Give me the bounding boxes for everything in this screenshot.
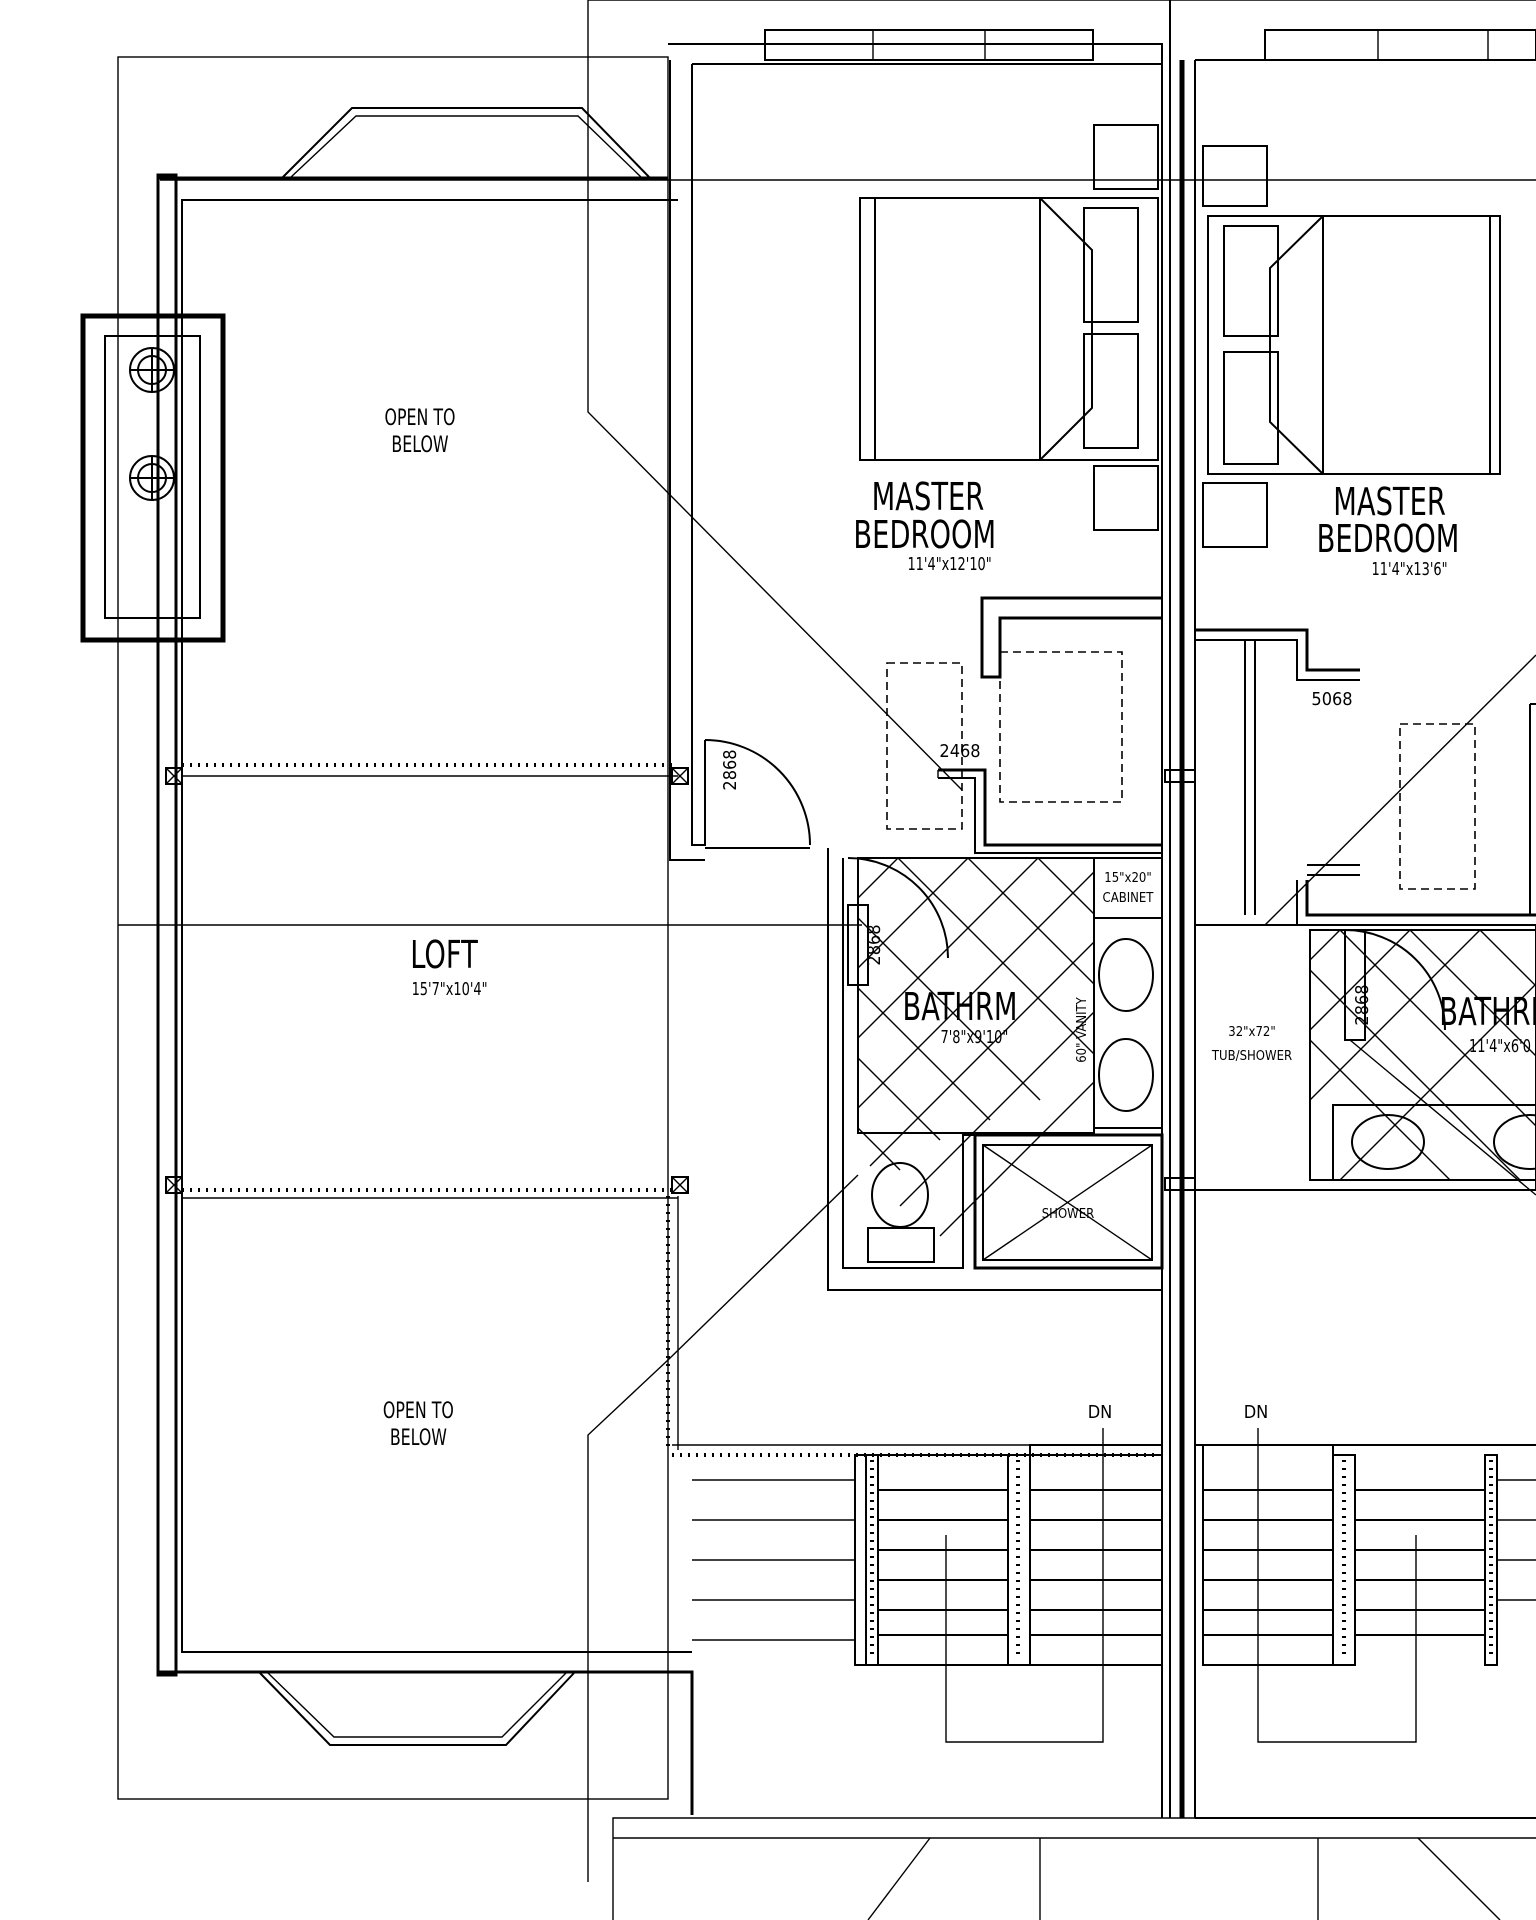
master-bedroom-left-line1: MASTER: [872, 476, 985, 520]
open-to-below-top-line2: BELOW: [391, 432, 448, 457]
stairs-right-dn: DN: [1244, 1402, 1269, 1423]
door-tag-2868-a: 2868: [720, 749, 741, 790]
master-bedroom-right-line2: BEDROOM: [1317, 518, 1460, 562]
stairs-left: [692, 1428, 1163, 1743]
bathroom-left: [827, 848, 1164, 1291]
door-tag-5068: 5068: [1311, 689, 1352, 710]
master-bedroom-right-walls: [1195, 29, 1536, 548]
cabinet-size: 15"x20": [1104, 871, 1151, 886]
vanity-label: 60" VANITY: [1075, 996, 1090, 1062]
closet-right: [1195, 628, 1536, 926]
master-bedroom-right-dims: 11'4"x13'6": [1372, 558, 1448, 579]
shower-label: SHOWER: [1042, 1207, 1095, 1222]
open-to-below-bottom-line2: BELOW: [390, 1425, 447, 1450]
open-to-below-top-line1: OPEN TO: [385, 405, 456, 430]
open-to-below-bottom-line1: OPEN TO: [383, 1398, 454, 1423]
bay-window-top: [281, 107, 651, 179]
right-unit-bottom: [613, 1817, 1536, 1920]
bathroom-left-label: BATHRM: [903, 986, 1018, 1030]
tub-label: TUB/SHOWER: [1211, 1049, 1292, 1064]
tile-pattern-left: [857, 857, 1095, 1237]
loft-label: LOFT: [410, 934, 479, 978]
cabinet-label: CABINET: [1103, 891, 1155, 906]
bed-left: [859, 124, 1159, 531]
railings: [165, 763, 1158, 1457]
demising-wall: [1164, 0, 1196, 1818]
bathroom-left-dims: 7'8"x9'10": [940, 1026, 1008, 1047]
master-bedroom-left-line2: BEDROOM: [853, 514, 996, 558]
door-tag-2468: 2468: [939, 741, 980, 762]
door-tag-2868-b: 2868: [864, 924, 885, 965]
loft-dims: 15'7"x10'4": [412, 978, 488, 999]
closet-left: [886, 596, 1162, 854]
bathroom-right: [1194, 924, 1536, 1196]
bathroom-right-label: BATHRM: [1439, 991, 1536, 1035]
fireplace: [80, 313, 226, 643]
bathroom-right-dims: 11'4"x6'0: [1469, 1035, 1531, 1056]
bed-right: [1207, 215, 1501, 475]
stairs-right: [1195, 1428, 1536, 1743]
master-bedroom-right-line1: MASTER: [1333, 481, 1446, 525]
master-bedroom-left-dims: 11'4"x12'10": [907, 553, 991, 574]
loft-exterior-walls: [156, 173, 694, 1815]
door-tag-2868-c: 2868: [1352, 984, 1373, 1025]
bay-window-bottom: [259, 1672, 575, 1746]
tub-size: 32"x72": [1228, 1025, 1275, 1040]
stairs-left-dn: DN: [1088, 1402, 1113, 1423]
roof-hip-line: [667, 1174, 859, 1361]
